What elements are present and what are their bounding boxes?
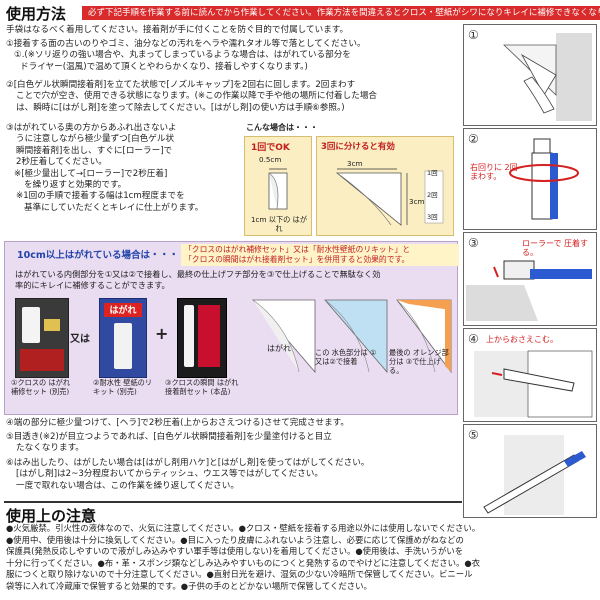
plus-sign: + [155, 324, 169, 343]
caution-body: ●火気厳禁。引火性の液体なので、火気に注意してください。●クロス・壁紙を接着する… [6, 523, 481, 591]
panel-4: ④ 上からおさえこむ。 [463, 328, 597, 422]
tip-ok-panel: 1回でOK 0.5cm 1cm 以下の はがれ [244, 136, 312, 236]
panel-1-illustration [503, 33, 592, 121]
caution-divider [4, 501, 462, 503]
product-1-label [20, 349, 64, 371]
panel-4-illustration [474, 350, 593, 418]
step-3: ③はがれている奥の方からあふれ出さないよ うに注意しながら極少量ずつ[白色ゲル状… [6, 123, 204, 213]
product-3-package [177, 298, 227, 378]
tip-box: こんな場合は・・・ 1回でOK 0.5cm 1cm 以下の はがれ 3回に分ける… [244, 123, 454, 238]
tip-heading: こんな場合は・・・ [246, 123, 318, 132]
tip-ok-diagram [268, 168, 288, 210]
panel-5-illustration [483, 435, 586, 515]
product-1-roller [44, 319, 60, 331]
panel-4-note: 上からおさえこむ。 [486, 335, 558, 344]
product-2-package: はがれ [99, 298, 147, 378]
panel-2-note: 右回りに 2回まわす。 [470, 163, 518, 181]
intro-text: 手袋はなるべく着用してください。接着剤が手に付くことを防ぐ目的で付属しています。 [6, 25, 349, 35]
panel-1-number: ① [468, 28, 479, 42]
product-2-title: はがれ [104, 303, 142, 317]
diagram-label-tear: はがれ [267, 344, 291, 353]
tip-three-panel: 3回に分けると有効 3cm 3cm 1回 2回 3回 [316, 136, 454, 236]
tip-mark-3: 3回 [427, 213, 438, 221]
step-1: ①接着する面の古いのりやゴミ、油分などの汚れをヘラや濡れタオル等で落としてくださ… [6, 39, 366, 72]
product-2-tube [114, 323, 132, 369]
or-text: 又は [70, 334, 90, 345]
panel-3: ③ ローラーで 圧着する。 [463, 232, 597, 326]
caution-title: 使用上の注意 [6, 507, 97, 525]
diagram-label-orange: 最後の オレンジ部分は ③で仕上げる。 [389, 348, 449, 375]
panel-3-illustration [466, 260, 592, 321]
panel-4-number: ④ [468, 332, 479, 346]
tip-three-height: 3cm [409, 197, 425, 206]
product-3-caption: ③クロスの瞬間 はがれ接着剤セット (本品) [165, 378, 239, 396]
product-3-label [198, 305, 220, 367]
panel-5-number: ⑤ [468, 428, 479, 442]
product-1-caption: ①クロスの はがれ補修セット (別売) [11, 378, 71, 396]
panel-2: ② 右回りに 2回まわす。 [463, 128, 597, 230]
tip-mark-1: 1回 [427, 169, 438, 177]
panel-3-note: ローラーで 圧着する。 [522, 239, 589, 257]
panel-5: ⑤ [463, 424, 597, 518]
tip-ok-dim: 0.5cm [259, 155, 282, 164]
product-3-tube [184, 305, 194, 367]
tip-ok-note: 1cm 以下の はがれ [250, 215, 308, 233]
tip-three-diagram [335, 168, 444, 226]
step-4: ④端の部分に極少量つけて、[ヘラ]で2秒圧着(上からおさえつける)させて完成させ… [6, 418, 350, 428]
large-tear-box: 10cm以上はがれている場合は・・・ 「クロスのはがれ補修セット」又は「耐水性壁… [4, 241, 459, 415]
usage-title: 使用方法 [6, 5, 67, 23]
product-2-caption: ②耐水性 壁紙のリキット (別売) [93, 378, 153, 396]
step-6: ⑥はみ出したり、はがしたい場合は[はがし剤用ハケ]と[はがし剤]を使ってはがして… [6, 458, 370, 491]
large-heading: 10cm以上はがれている場合は・・・ [17, 250, 179, 261]
step-5: ⑤目透き(※2)が目立つようであれば、[白色ゲル状瞬間接着剤]を少量塗付けると目… [6, 432, 332, 454]
tip-ok-label: 1回でOK [251, 143, 290, 153]
panel-3-number: ③ [468, 236, 479, 250]
panel-2-number: ② [468, 132, 479, 146]
product-1-package [15, 298, 69, 378]
warning-banner: 必ず下記手順を作業する前に読んでから作業してください。作業方法を間違えるとクロス… [82, 6, 600, 20]
panel-2-illustration [509, 138, 579, 220]
step-2: ②[白色ゲル状瞬間接着剤]を立てた状態で[ノズルキャップ]を2回右に回します。2… [6, 80, 378, 113]
large-desc: はがれている内側部分を①又は②で接着し、最終の仕上げフチ部分を③で仕上げることで… [15, 269, 381, 291]
diagram-label-blue: この 水色部分は ①又は②で接着 [315, 348, 377, 366]
tip-mark-2: 2回 [427, 191, 438, 199]
tip-three-label: 3回に分けると有効 [321, 142, 395, 152]
large-highlight: 「クロスのはがれ補修セット」又は「耐水性壁紙のリキット」と 「クロスの瞬間はがれ… [181, 244, 459, 266]
large-diagrams [252, 299, 452, 374]
tip-three-width: 3cm [347, 159, 363, 168]
panel-1: ① [463, 24, 597, 126]
product-1-tube [22, 307, 40, 343]
